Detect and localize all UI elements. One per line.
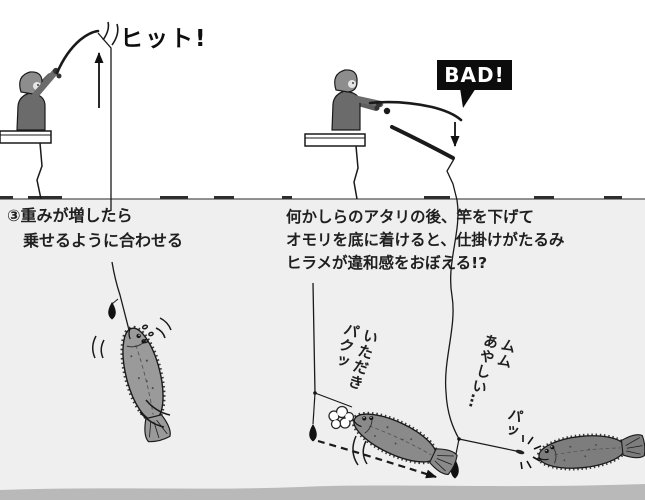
rod-shake-marks (102, 21, 119, 46)
middle-fishing-line (309, 282, 353, 442)
middle-leader-line (314, 392, 353, 408)
seabed (0, 484, 645, 500)
right-leader-line (458, 438, 517, 452)
left-fish-motion-arcs (92, 317, 172, 428)
bad-technique-caption: 何かしらのアタリの後、竿を下げて オモリを底に着けると、仕掛けがたるみ ヒラメが… (286, 208, 565, 272)
lowered-rod-ghost (390, 125, 455, 160)
left-fishing-line (97, 32, 130, 331)
bad-callout-tail (460, 88, 476, 108)
middle-fish-motion-arcs (352, 435, 368, 466)
right-pier (304, 133, 366, 200)
right-angler-figure (331, 69, 391, 131)
bad-label: BAD! (444, 63, 505, 87)
middle-sinker-icon (309, 424, 317, 442)
left-fishing-rod (55, 29, 100, 75)
hit-label: ヒット! (120, 26, 208, 52)
left-pier (0, 130, 52, 200)
gulp-puff-cloud (328, 405, 355, 430)
left-sinker-icon (108, 302, 116, 320)
bad-callout: BAD! (437, 60, 512, 90)
dive-motion-dashed-arrow (317, 439, 437, 479)
right-fishing-rod (368, 100, 463, 122)
spit-marks (520, 435, 542, 470)
water-surface-line (0, 196, 645, 200)
left-angler-figure (16, 67, 62, 131)
bait-icon (515, 449, 525, 455)
fishing-reel-icon (383, 107, 391, 115)
step3-caption: ③重みが増したら 乗せるように合わせる (7, 206, 184, 250)
